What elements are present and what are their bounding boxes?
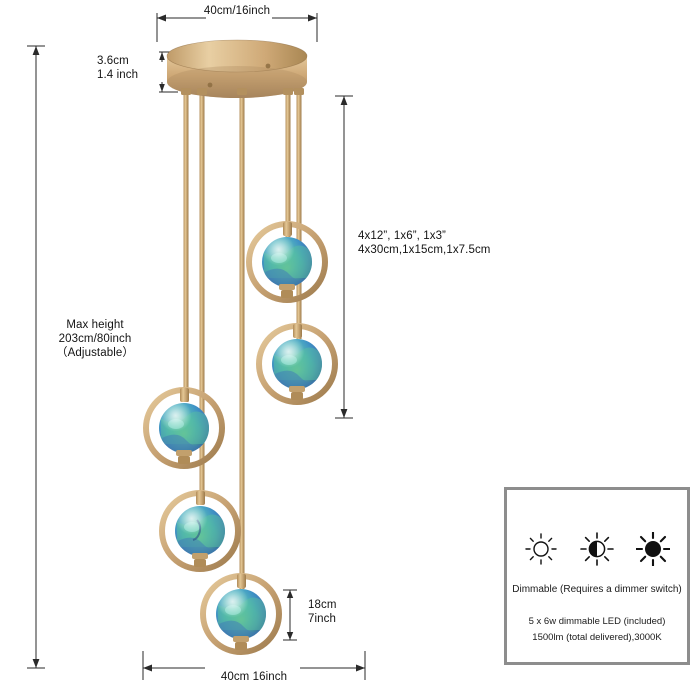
light-head-4 [159, 490, 241, 572]
canopy [166, 39, 308, 98]
dimmable-caption: Dimmable (Requires a dimmer switch) [512, 584, 682, 595]
dimmable-icons [507, 526, 687, 572]
spec-line-1: 5 x 6w dimmable LED (included) [528, 616, 666, 627]
dim-high-icon [636, 532, 670, 566]
dim-low-icon [525, 533, 557, 565]
canopy-width-label: 40cm/16inch [203, 5, 271, 17]
spec-box: Dimmable (Requires a dimmer switch) 5 x … [504, 487, 690, 665]
canopy-thickness-label: 3.6cm 1.4 inch [97, 55, 139, 81]
spec-line-2: 1500lm (total delivered),3000K [532, 632, 662, 643]
globe-size-label: 18cm 7inch [308, 599, 337, 625]
max-height-label: Max height 203cm/80inch （Adjustable） [56, 319, 134, 359]
drop-rods [183, 92, 302, 589]
light-head-2 [256, 323, 338, 405]
dimension-arrowheads [32, 14, 365, 672]
bottom-width-label: 40cm 16inch [220, 671, 288, 683]
dim-medium-icon [580, 532, 614, 566]
light-head-5 [200, 573, 282, 655]
chandelier-illustration [143, 39, 338, 655]
spec-lines: 5 x 6w dimmable LED (included) 1500lm (t… [507, 614, 687, 646]
rod-connectors [181, 88, 304, 95]
light-head-1 [246, 221, 328, 303]
light-head-3 [143, 387, 225, 469]
shade-sizes-label: 4x12”, 1x6”, 1x3” 4x30cm,1x15cm,1x7.5cm [358, 230, 491, 256]
